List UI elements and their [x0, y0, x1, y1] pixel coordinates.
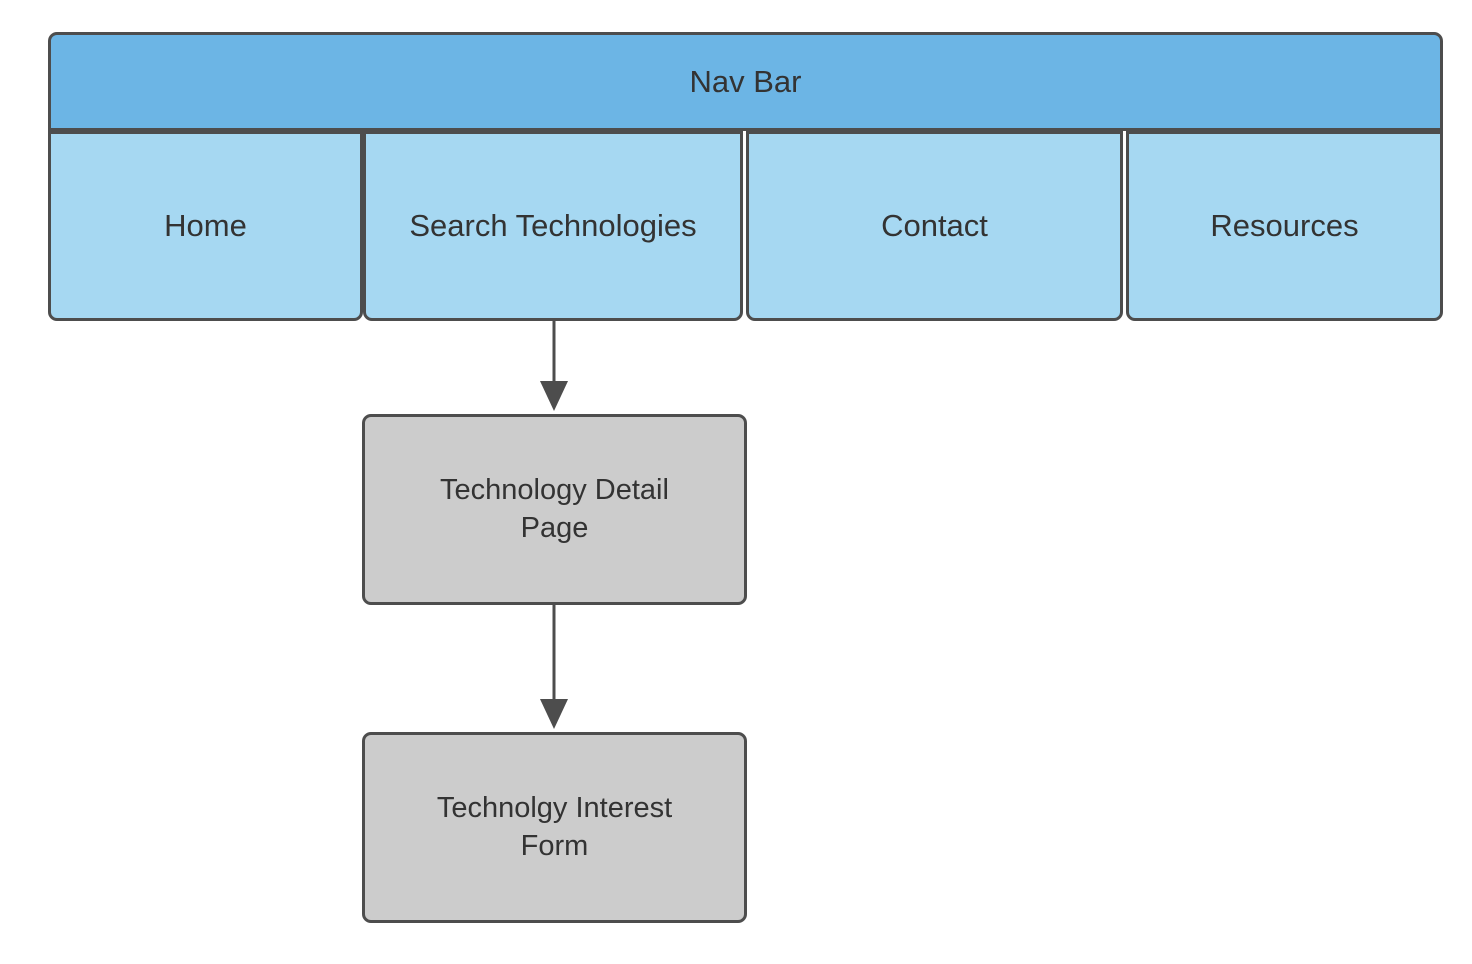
edge-detail-to-form [540, 605, 568, 729]
nav-item-contact[interactable]: Contact [746, 131, 1123, 321]
nav-item-search-technologies[interactable]: Search Technologies [363, 131, 743, 321]
edge-search-to-detail [540, 321, 568, 411]
navbar-header: Nav Bar [48, 32, 1443, 131]
nav-item-home[interactable]: Home [48, 131, 363, 321]
node-technology-interest-form[interactable]: Technolgy Interest Form [362, 732, 747, 923]
node-technology-detail-page[interactable]: Technology Detail Page [362, 414, 747, 605]
nav-item-resources[interactable]: Resources [1126, 131, 1443, 321]
